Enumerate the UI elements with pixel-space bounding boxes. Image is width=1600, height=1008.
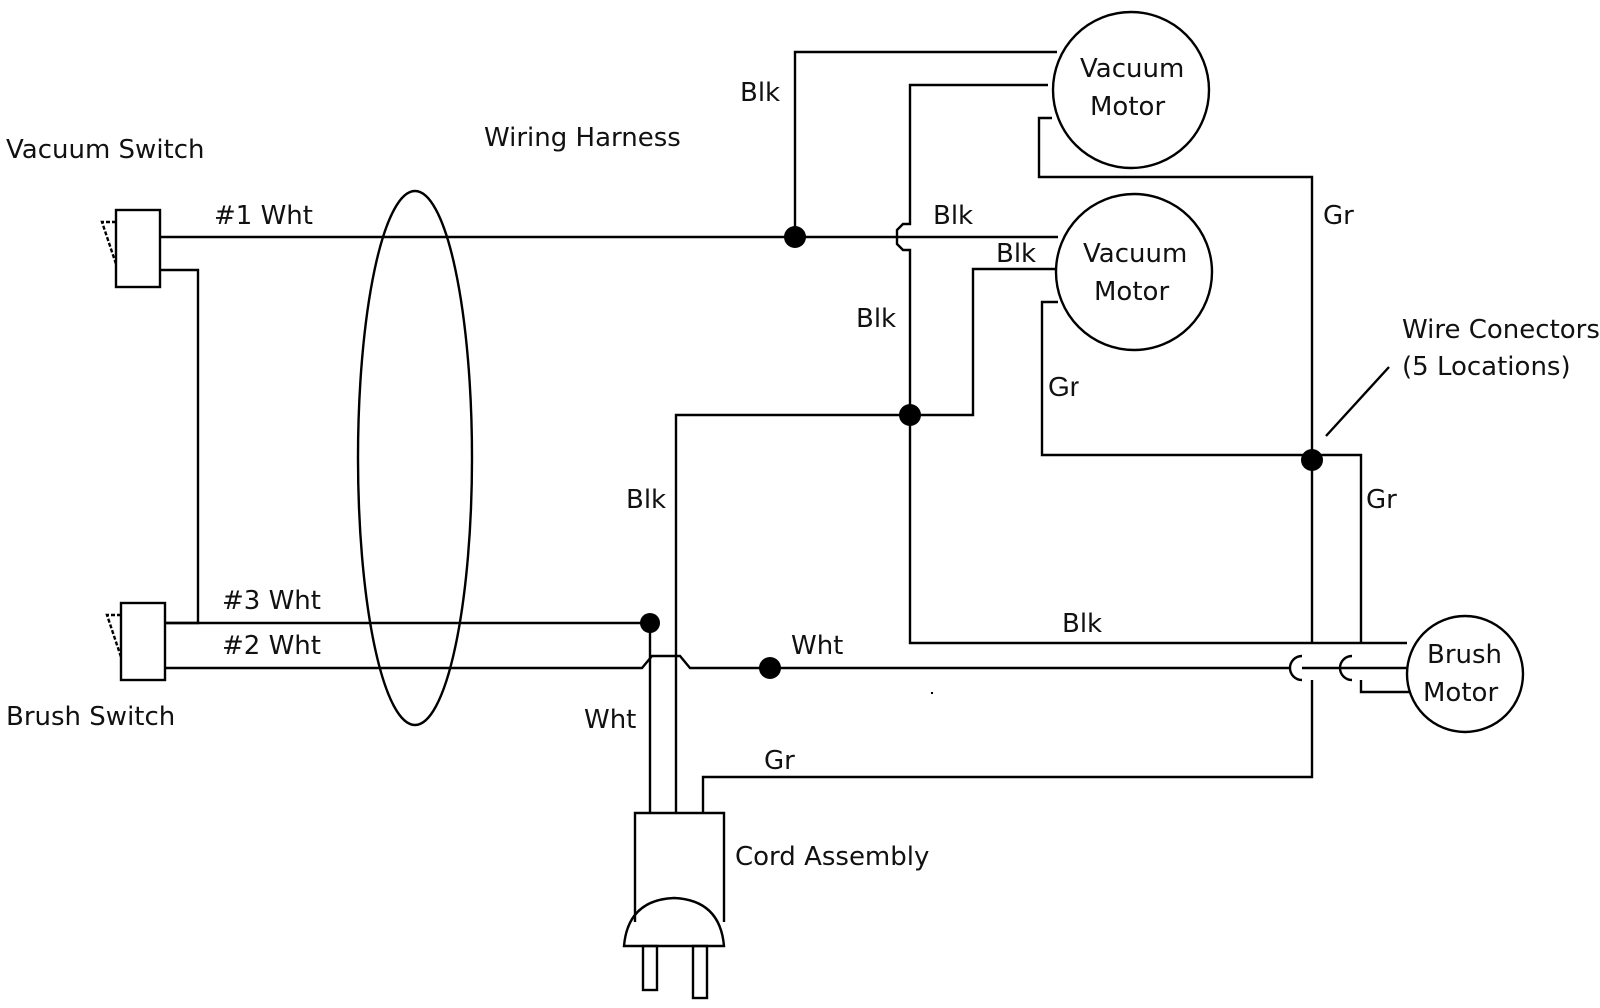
wire-green-motor2 bbox=[1040, 300, 1312, 457]
wire-label: Blk bbox=[626, 485, 666, 515]
wire-black-motor2 bbox=[910, 267, 1055, 417]
wiring-harness-label: Wiring Harness bbox=[484, 123, 681, 153]
connector-node bbox=[899, 404, 921, 426]
wire-black-bottom bbox=[908, 415, 1290, 645]
wire-label: Wht bbox=[791, 631, 843, 661]
wire-connectors-label: Wire Conectors bbox=[1402, 315, 1600, 345]
wire-green-brush-end bbox=[1359, 680, 1411, 694]
wire-label: Gr bbox=[1048, 371, 1079, 402]
motor1-label-line2: Motor bbox=[1090, 92, 1165, 122]
motor1-label-line1: Vacuum bbox=[1080, 54, 1184, 84]
vacuum-motor-2 bbox=[1054, 192, 1214, 352]
wire-black-motor1-a bbox=[793, 50, 1057, 237]
wire-label: #1 Wht bbox=[214, 201, 313, 231]
motor2-label-line2: Motor bbox=[1094, 277, 1169, 307]
vacuum-switch bbox=[100, 208, 162, 289]
wire-label: Gr bbox=[1323, 201, 1354, 231]
wiring-harness-ellipse bbox=[356, 189, 474, 727]
connector-leader-line bbox=[1325, 366, 1390, 437]
wire-label: Blk bbox=[933, 201, 973, 231]
wire-label: Blk bbox=[856, 304, 896, 334]
connector-node bbox=[759, 657, 781, 679]
wire-label: Gr bbox=[764, 746, 795, 776]
wire-label: #3 Wht bbox=[222, 586, 321, 616]
wire-connectors bbox=[640, 226, 1323, 679]
connector-node bbox=[640, 613, 660, 633]
connector-node bbox=[784, 226, 806, 248]
brush-switch-label: Brush Switch bbox=[6, 702, 175, 732]
wire-label: #2 Wht bbox=[222, 631, 321, 661]
wire-green-motor1 bbox=[1037, 116, 1314, 460]
connector-node bbox=[1301, 449, 1323, 471]
brush-switch bbox=[105, 601, 167, 682]
brush-motor-label-line1: Brush bbox=[1427, 640, 1502, 670]
cord-assembly-plug bbox=[622, 811, 726, 1000]
wire-label: Gr bbox=[1366, 485, 1397, 515]
wire-green-right bbox=[701, 455, 1314, 813]
wire-2-white bbox=[165, 654, 1407, 682]
vacuum-switch-label: Vacuum Switch bbox=[6, 135, 205, 165]
brush-motor bbox=[1405, 614, 1525, 734]
wire-label: Blk bbox=[996, 239, 1036, 269]
wire-connectors-count-label: (5 Locations) bbox=[1402, 352, 1571, 382]
wire-green-brush bbox=[1312, 453, 1363, 643]
wire-label: Blk bbox=[1062, 609, 1102, 639]
cord-assembly-label: Cord Assembly bbox=[735, 842, 929, 872]
brush-motor-label-line2: Motor bbox=[1423, 678, 1498, 708]
stray-dot bbox=[931, 692, 933, 694]
motor2-label-line1: Vacuum bbox=[1083, 239, 1187, 269]
vacuum-motor-1 bbox=[1051, 10, 1211, 170]
wire-label: Blk bbox=[740, 78, 780, 108]
switch-link-wire bbox=[160, 268, 200, 625]
wire-label: Wht bbox=[584, 705, 636, 735]
wire-black-motor1-b bbox=[895, 83, 1048, 415]
wire-black-cord bbox=[674, 413, 910, 813]
